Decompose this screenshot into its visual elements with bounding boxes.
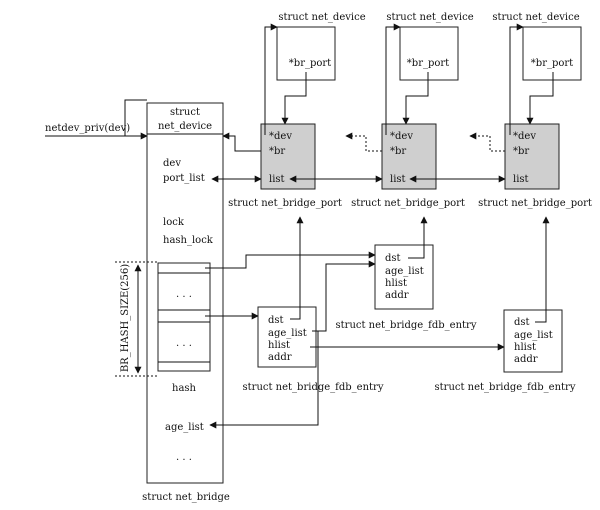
br-port-field-3: *br_port [531, 58, 573, 69]
net-device-box-3: struct net_device *br_port [492, 12, 582, 81]
port-list-field-2: list [390, 174, 406, 185]
net-bridge-port-box-3: *dev *br list struct net_bridge_port [478, 123, 592, 209]
net-device-header-line2: net_device [158, 121, 212, 132]
fdb3-hlist: hlist [514, 342, 536, 353]
fdb-entry-box-3: dst age_list hlist addr struct net_bridg… [435, 309, 576, 393]
net-device-header-line1: struct [170, 107, 200, 118]
net-device-label-2: struct net_device [386, 12, 473, 23]
br-port-field-2: *br_port [407, 58, 449, 69]
port-br-field-3: *br [513, 146, 529, 157]
fdb2-dst: dst [385, 253, 401, 264]
fdb-entry-label-3: struct net_bridge_fdb_entry [435, 382, 576, 393]
port-br-field-2: *br [390, 146, 406, 157]
fdb1-addr: addr [268, 352, 292, 363]
net-device-box-1: struct net_device *br_port [276, 12, 366, 81]
net-bridge-port-label-1: struct net_bridge_port [228, 198, 342, 209]
fdb-entry-box-2: dst age_list hlist addr struct net_bridg… [336, 244, 477, 331]
net-bridge-box: struct net_device dev port_list lock has… [142, 102, 230, 503]
net-device-box-2: struct net_device *br_port [386, 12, 474, 81]
fdb3-dst: dst [514, 317, 530, 328]
net-bridge-label: struct net_bridge [142, 492, 230, 503]
br-hash-size-indicator: BR_HASH_SIZE(256) [115, 261, 158, 377]
br-hash-size-label: BR_HASH_SIZE(256) [120, 264, 131, 372]
fdb2-addr: addr [385, 290, 409, 301]
net-bridge-port-label-2: struct net_bridge_port [351, 198, 465, 209]
bridge-trailing-ellipsis: . . . [176, 452, 192, 463]
bridge-hash-lock-field: hash_lock [163, 235, 214, 246]
port-list-field-3: list [513, 174, 529, 185]
netdev-priv-label: netdev_priv(dev) [45, 123, 130, 134]
net-device-label-1: struct net_device [278, 12, 365, 23]
net-device-label-3: struct net_device [492, 12, 579, 23]
bridge-port-list-field: port_list [163, 173, 205, 184]
fdb-entry-box-1: dst age_list hlist addr struct net_bridg… [243, 306, 384, 393]
bridge-lock-field: lock [163, 217, 185, 228]
fdb1-dst: dst [268, 315, 284, 326]
hash-ellipsis-2: . . . [176, 338, 192, 349]
fdb1-hlist: hlist [268, 340, 290, 351]
port-list-field-1: list [269, 174, 285, 185]
fdb2-hlist: hlist [385, 278, 407, 289]
fdb3-addr: addr [514, 354, 538, 365]
net-bridge-port-label-3: struct net_bridge_port [478, 198, 592, 209]
hash-ellipsis-1: . . . [176, 289, 192, 300]
bridge-dev-field: dev [163, 158, 181, 169]
port-br-field-1: *br [269, 146, 285, 157]
fdb-entry-label-2: struct net_bridge_fdb_entry [336, 320, 477, 331]
port-dev-field-2: *dev [390, 131, 413, 142]
fdb1-age-list: age_list [268, 328, 307, 339]
bridge-age-list-field: age_list [165, 422, 204, 433]
net-bridge-port-box-2: *dev *br list struct net_bridge_port [351, 123, 465, 209]
br-port-field-1: *br_port [289, 58, 331, 69]
connectors [205, 23, 554, 429]
fdb-entry-label-1: struct net_bridge_fdb_entry [243, 382, 384, 393]
net-bridge-port-box-1: *dev *br list struct net_bridge_port [228, 123, 342, 209]
netdev-priv-bracket [45, 99, 147, 137]
fdb2-age-list: age_list [385, 266, 424, 277]
fdb3-age-list: age_list [514, 330, 553, 341]
port-dev-field-3: *dev [513, 131, 536, 142]
hash-array [157, 262, 211, 372]
port-dev-field-1: *dev [269, 131, 292, 142]
hash-label: hash [172, 383, 197, 394]
